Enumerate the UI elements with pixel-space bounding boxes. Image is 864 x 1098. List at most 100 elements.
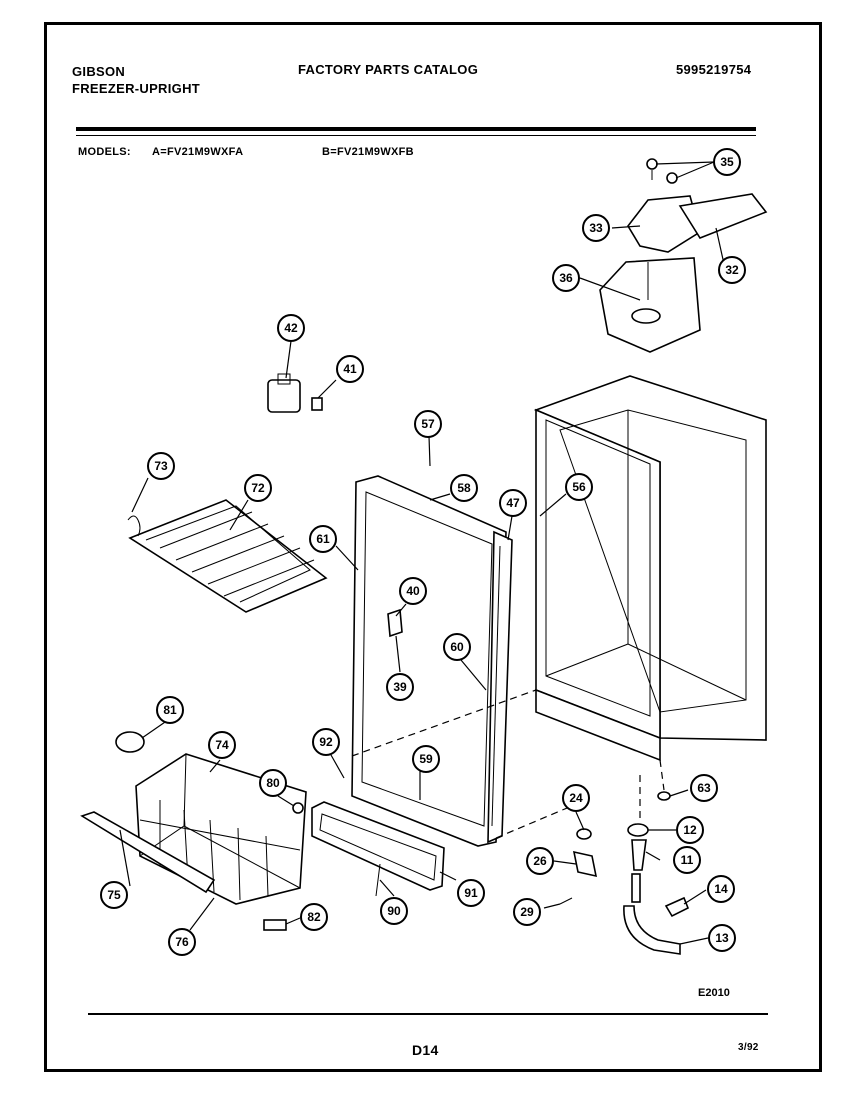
callout-11: 11: [673, 846, 701, 874]
callout-60: 60: [443, 633, 471, 661]
callout-number: 73: [154, 459, 168, 473]
callout-number: 14: [714, 882, 728, 896]
callout-circle: [582, 214, 610, 242]
callout-circle: [562, 784, 590, 812]
wire-shelf: [127, 499, 328, 613]
door-liner: [351, 475, 513, 847]
callout-number: 35: [720, 155, 734, 169]
callout-number: 26: [533, 854, 547, 868]
callout-circle: [499, 489, 527, 517]
callout-number: 12: [683, 823, 697, 837]
callout-circle: [676, 816, 704, 844]
catalog-number: 5995219754: [676, 62, 752, 77]
callout-59: 59: [412, 745, 440, 773]
callout-number: 36: [559, 271, 573, 285]
grille: [263, 801, 445, 931]
callout-number: 33: [589, 221, 603, 235]
callout-12: 12: [676, 816, 704, 844]
callout-73: 73: [147, 452, 175, 480]
page-border: [44, 22, 822, 1072]
leader-lines: [119, 161, 725, 945]
callout-number: 59: [419, 752, 433, 766]
callout-number: 42: [284, 321, 298, 335]
figure-code: E2010: [698, 987, 730, 999]
callout-91: 91: [457, 879, 485, 907]
page-number: D14: [412, 1042, 439, 1058]
callout-circle: [457, 879, 485, 907]
callout-56: 56: [565, 473, 593, 501]
callout-29: 29: [513, 898, 541, 926]
callout-number: 72: [251, 481, 265, 495]
model-b: B=FV21M9WXFB: [322, 146, 414, 158]
callout-circle: [100, 881, 128, 909]
callout-26: 26: [526, 847, 554, 875]
hinge-leveler-parts: [559, 791, 690, 955]
callout-number: 76: [175, 935, 189, 949]
callout-number: 56: [572, 480, 586, 494]
assembly-lines: [351, 689, 665, 839]
callout-circle: [300, 903, 328, 931]
callout-circle: [713, 148, 741, 176]
callout-circle: [707, 875, 735, 903]
callout-number: 29: [520, 905, 534, 919]
callout-57: 57: [414, 410, 442, 438]
callout-80: 80: [259, 769, 287, 797]
callout-circle: [309, 525, 337, 553]
callout-circle: [244, 474, 272, 502]
callout-circle: [673, 846, 701, 874]
thermostat-knob: [267, 373, 323, 413]
callout-circle: [312, 728, 340, 756]
callout-number: 11: [681, 853, 694, 867]
callout-40: 40: [399, 577, 427, 605]
catalog-title: FACTORY PARTS CATALOG: [298, 62, 479, 77]
fan-bracket-assembly: [599, 158, 768, 353]
callout-number: 91: [464, 886, 478, 900]
callout-39: 39: [386, 673, 414, 701]
product-type: FREEZER-UPRIGHT: [72, 81, 200, 96]
callout-number: 60: [450, 640, 464, 654]
callout-32: 32: [718, 256, 746, 284]
callout-14: 14: [707, 875, 735, 903]
callout-number: 24: [569, 791, 583, 805]
callout-number: 13: [715, 931, 729, 945]
callout-24: 24: [562, 784, 590, 812]
page-date: 3/92: [738, 1042, 759, 1053]
callout-number: 58: [457, 481, 471, 495]
callout-42: 42: [277, 314, 305, 342]
callout-72: 72: [244, 474, 272, 502]
callout-36: 36: [552, 264, 580, 292]
callout-circle: [690, 774, 718, 802]
callout-circle: [513, 898, 541, 926]
callout-number: 80: [266, 776, 280, 790]
model-a: A=FV21M9WXFA: [152, 146, 244, 158]
callout-number: 92: [319, 735, 333, 749]
callout-circle: [399, 577, 427, 605]
callout-number: 57: [421, 417, 435, 431]
callout-circle: [259, 769, 287, 797]
callout-13: 13: [708, 924, 736, 952]
callout-number: 41: [343, 362, 357, 376]
brand-name: GIBSON: [72, 64, 126, 79]
cabinet-shell: [533, 375, 767, 762]
wire-basket: [80, 731, 307, 905]
callout-41: 41: [336, 355, 364, 383]
callout-circle: [708, 924, 736, 952]
callout-number: 47: [506, 496, 520, 510]
callout-63: 63: [690, 774, 718, 802]
callout-circle: [412, 745, 440, 773]
callout-circle: [443, 633, 471, 661]
callout-82: 82: [300, 903, 328, 931]
callout-circle: [336, 355, 364, 383]
callout-circle: [147, 452, 175, 480]
callout-number: 61: [316, 532, 330, 546]
callout-75: 75: [100, 881, 128, 909]
callout-35: 35: [713, 148, 741, 176]
callout-33: 33: [582, 214, 610, 242]
callout-number: 32: [725, 263, 739, 277]
callout-circle: [565, 473, 593, 501]
callout-76: 76: [168, 928, 196, 956]
callout-circle: [380, 897, 408, 925]
callout-90: 90: [380, 897, 408, 925]
callout-number: 75: [107, 888, 121, 902]
